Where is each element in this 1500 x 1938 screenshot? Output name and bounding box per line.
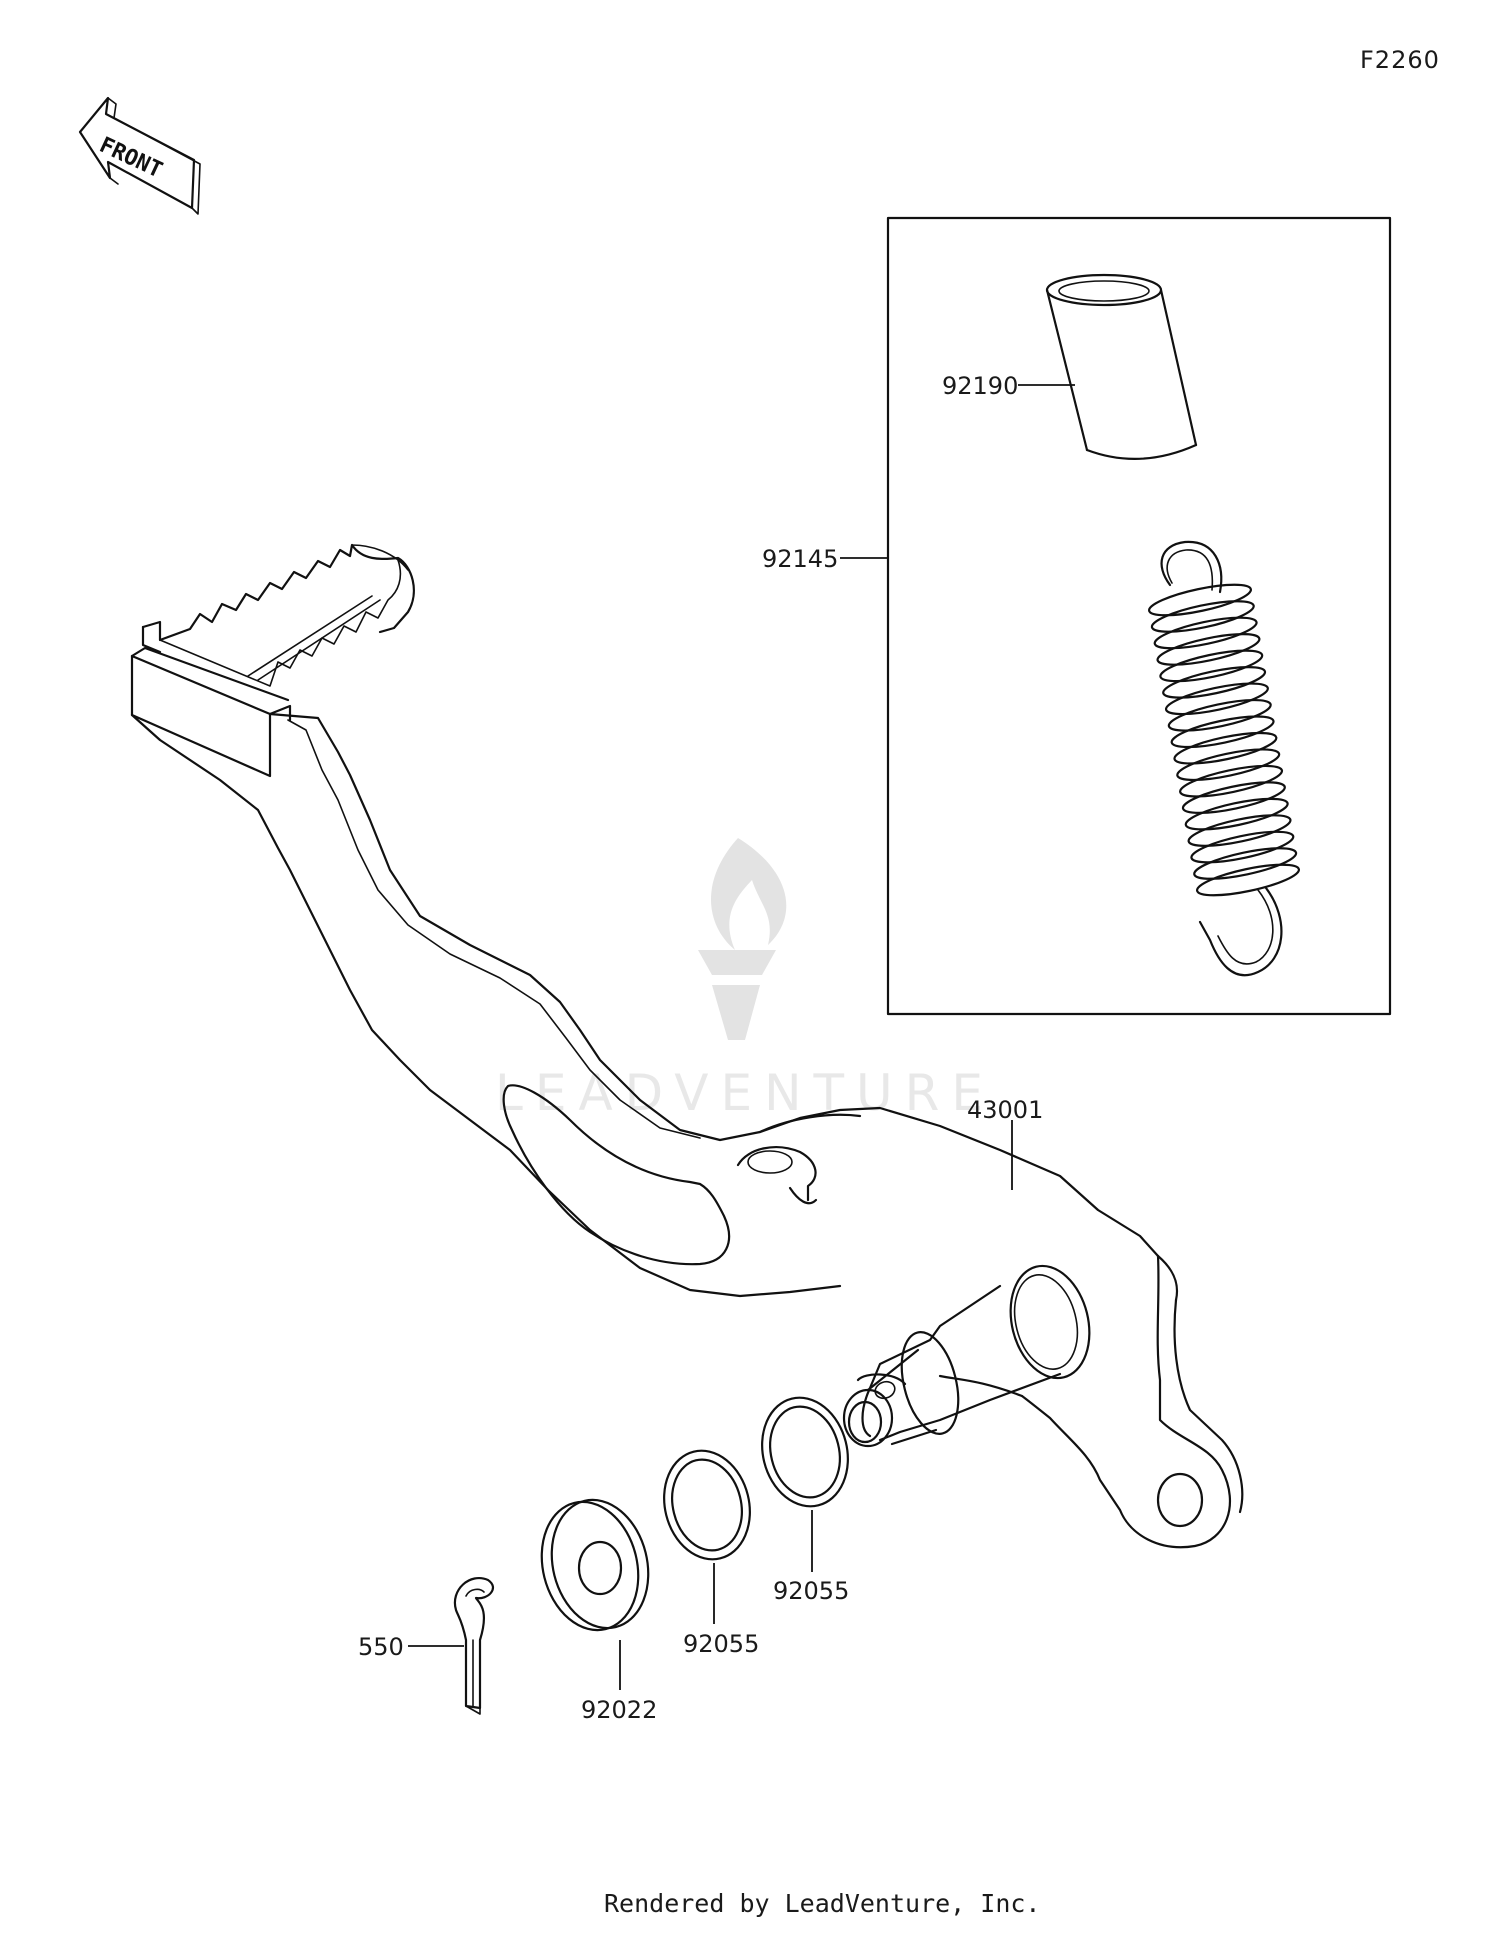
spring-coil (1159, 649, 1264, 683)
spring-coil (1195, 863, 1301, 897)
watermark-text: LEADVENTURE (495, 1064, 995, 1122)
diagram-code: F2260 (1360, 46, 1440, 74)
part-labels: 92190 92145 43001 92055 92055 92022 550 (358, 372, 1043, 1724)
spring-coil (1190, 830, 1295, 864)
cotter-pin (453, 1577, 494, 1715)
spring-coil (1167, 698, 1272, 732)
spring-kit-box (886, 216, 1392, 1016)
spring-coil (1184, 797, 1289, 831)
spring-top-hook-inner (1166, 549, 1214, 591)
spring-coil (1181, 781, 1286, 815)
footer-credit: Rendered by LeadVenture, Inc. (604, 1889, 1041, 1918)
spring-coil (1193, 847, 1298, 880)
spring-coil (1150, 600, 1255, 633)
part-label-43001: 43001 (967, 1096, 1043, 1124)
part-label-92145: 92145 (762, 545, 838, 573)
spring-bottom-hook-inner (1217, 889, 1274, 965)
part-label-550: 550 (358, 1633, 404, 1661)
watermark: LEADVENTURE (495, 838, 995, 1122)
watermark-v-mark (698, 950, 776, 1040)
collar-92190 (1045, 273, 1198, 460)
spring-coil (1179, 764, 1284, 798)
part-label-92055-lower: 92055 (683, 1630, 759, 1658)
part-label-92055-upper: 92055 (773, 1577, 849, 1605)
spring-coil (1156, 633, 1261, 666)
spring-coil (1170, 715, 1275, 749)
leader-lines (408, 384, 1075, 1690)
spring-coil (1187, 814, 1292, 847)
spring-coil (1162, 665, 1267, 699)
part-label-92022: 92022 (581, 1696, 657, 1724)
spring-coil (1153, 616, 1258, 650)
spring-top-hook (1160, 540, 1223, 594)
part-label-92190: 92190 (942, 372, 1018, 400)
spring-coil (1176, 748, 1281, 782)
flame-logo-icon (710, 838, 787, 950)
washer (540, 1498, 650, 1632)
spring-coil (1147, 583, 1253, 617)
spring-coil (1173, 731, 1278, 765)
brake-pedal-43001 (130, 543, 1244, 1549)
o-ring-upper (761, 1396, 849, 1508)
o-ring-lower (663, 1449, 751, 1561)
spring (1147, 540, 1301, 977)
front-arrow-icon: FRONT (78, 96, 201, 215)
spring-coil (1164, 682, 1269, 716)
spring-bottom-hook (1198, 886, 1283, 977)
